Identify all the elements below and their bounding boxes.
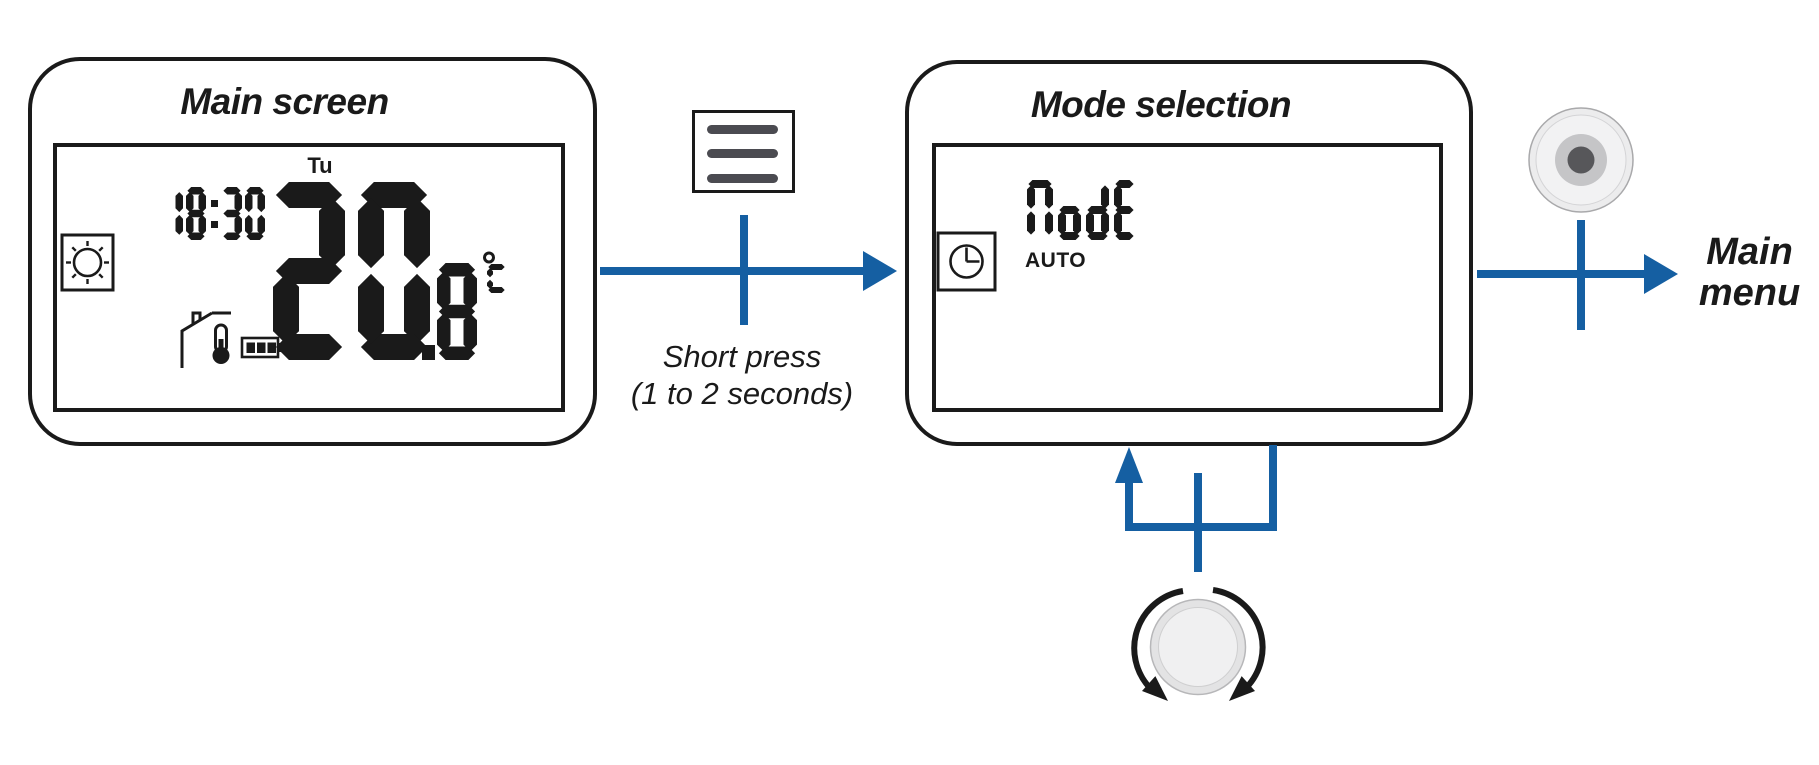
rotate-cw-arc (1212, 587, 1266, 691)
main-menu-label: Main menu (1698, 231, 1801, 314)
mode-selection-title: Mode selection (1030, 84, 1292, 125)
main-screen-lcd: Tu (53, 143, 565, 412)
sun-icon (60, 233, 115, 292)
rotate-ccw-arrowhead (1141, 676, 1168, 701)
battery-icon (240, 336, 283, 359)
rotate-ccw-arc (1131, 588, 1184, 691)
house-thermometer-icon (180, 311, 231, 368)
press-tick (1577, 220, 1585, 330)
menu-bar (707, 125, 778, 134)
mode-selection-lcd: AUTO (932, 143, 1443, 412)
menu-button[interactable] (692, 110, 795, 193)
mode-display (1027, 180, 1134, 240)
rotate-tick (1194, 473, 1202, 572)
rotate-loop-arrow (1115, 445, 1277, 572)
short-press-arrow (600, 215, 897, 325)
rotate-cw-arrowhead (1229, 676, 1256, 701)
arrowhead-right (1644, 254, 1678, 294)
time-display (175, 187, 265, 240)
push-button-dot (1567, 146, 1595, 174)
clock-icon (936, 231, 997, 292)
arrowhead-right (863, 251, 897, 291)
day-indicator: Tu (307, 153, 332, 178)
press-tick (740, 215, 748, 325)
auto-mode-label: AUTO (1025, 249, 1086, 272)
main-screen-title: Main screen (180, 81, 389, 122)
lcd-border (932, 143, 1443, 412)
rotary-knob[interactable] (1131, 587, 1266, 708)
push-button-ring (1555, 134, 1607, 186)
temperature-display (273, 182, 505, 360)
push-button[interactable] (1528, 107, 1634, 213)
menu-bar (707, 174, 778, 183)
short-press-label: Short press (1 to 2 seconds) (630, 339, 854, 411)
menu-arrow (1477, 220, 1678, 330)
arrowhead-up (1115, 447, 1143, 483)
menu-bar (707, 149, 778, 158)
